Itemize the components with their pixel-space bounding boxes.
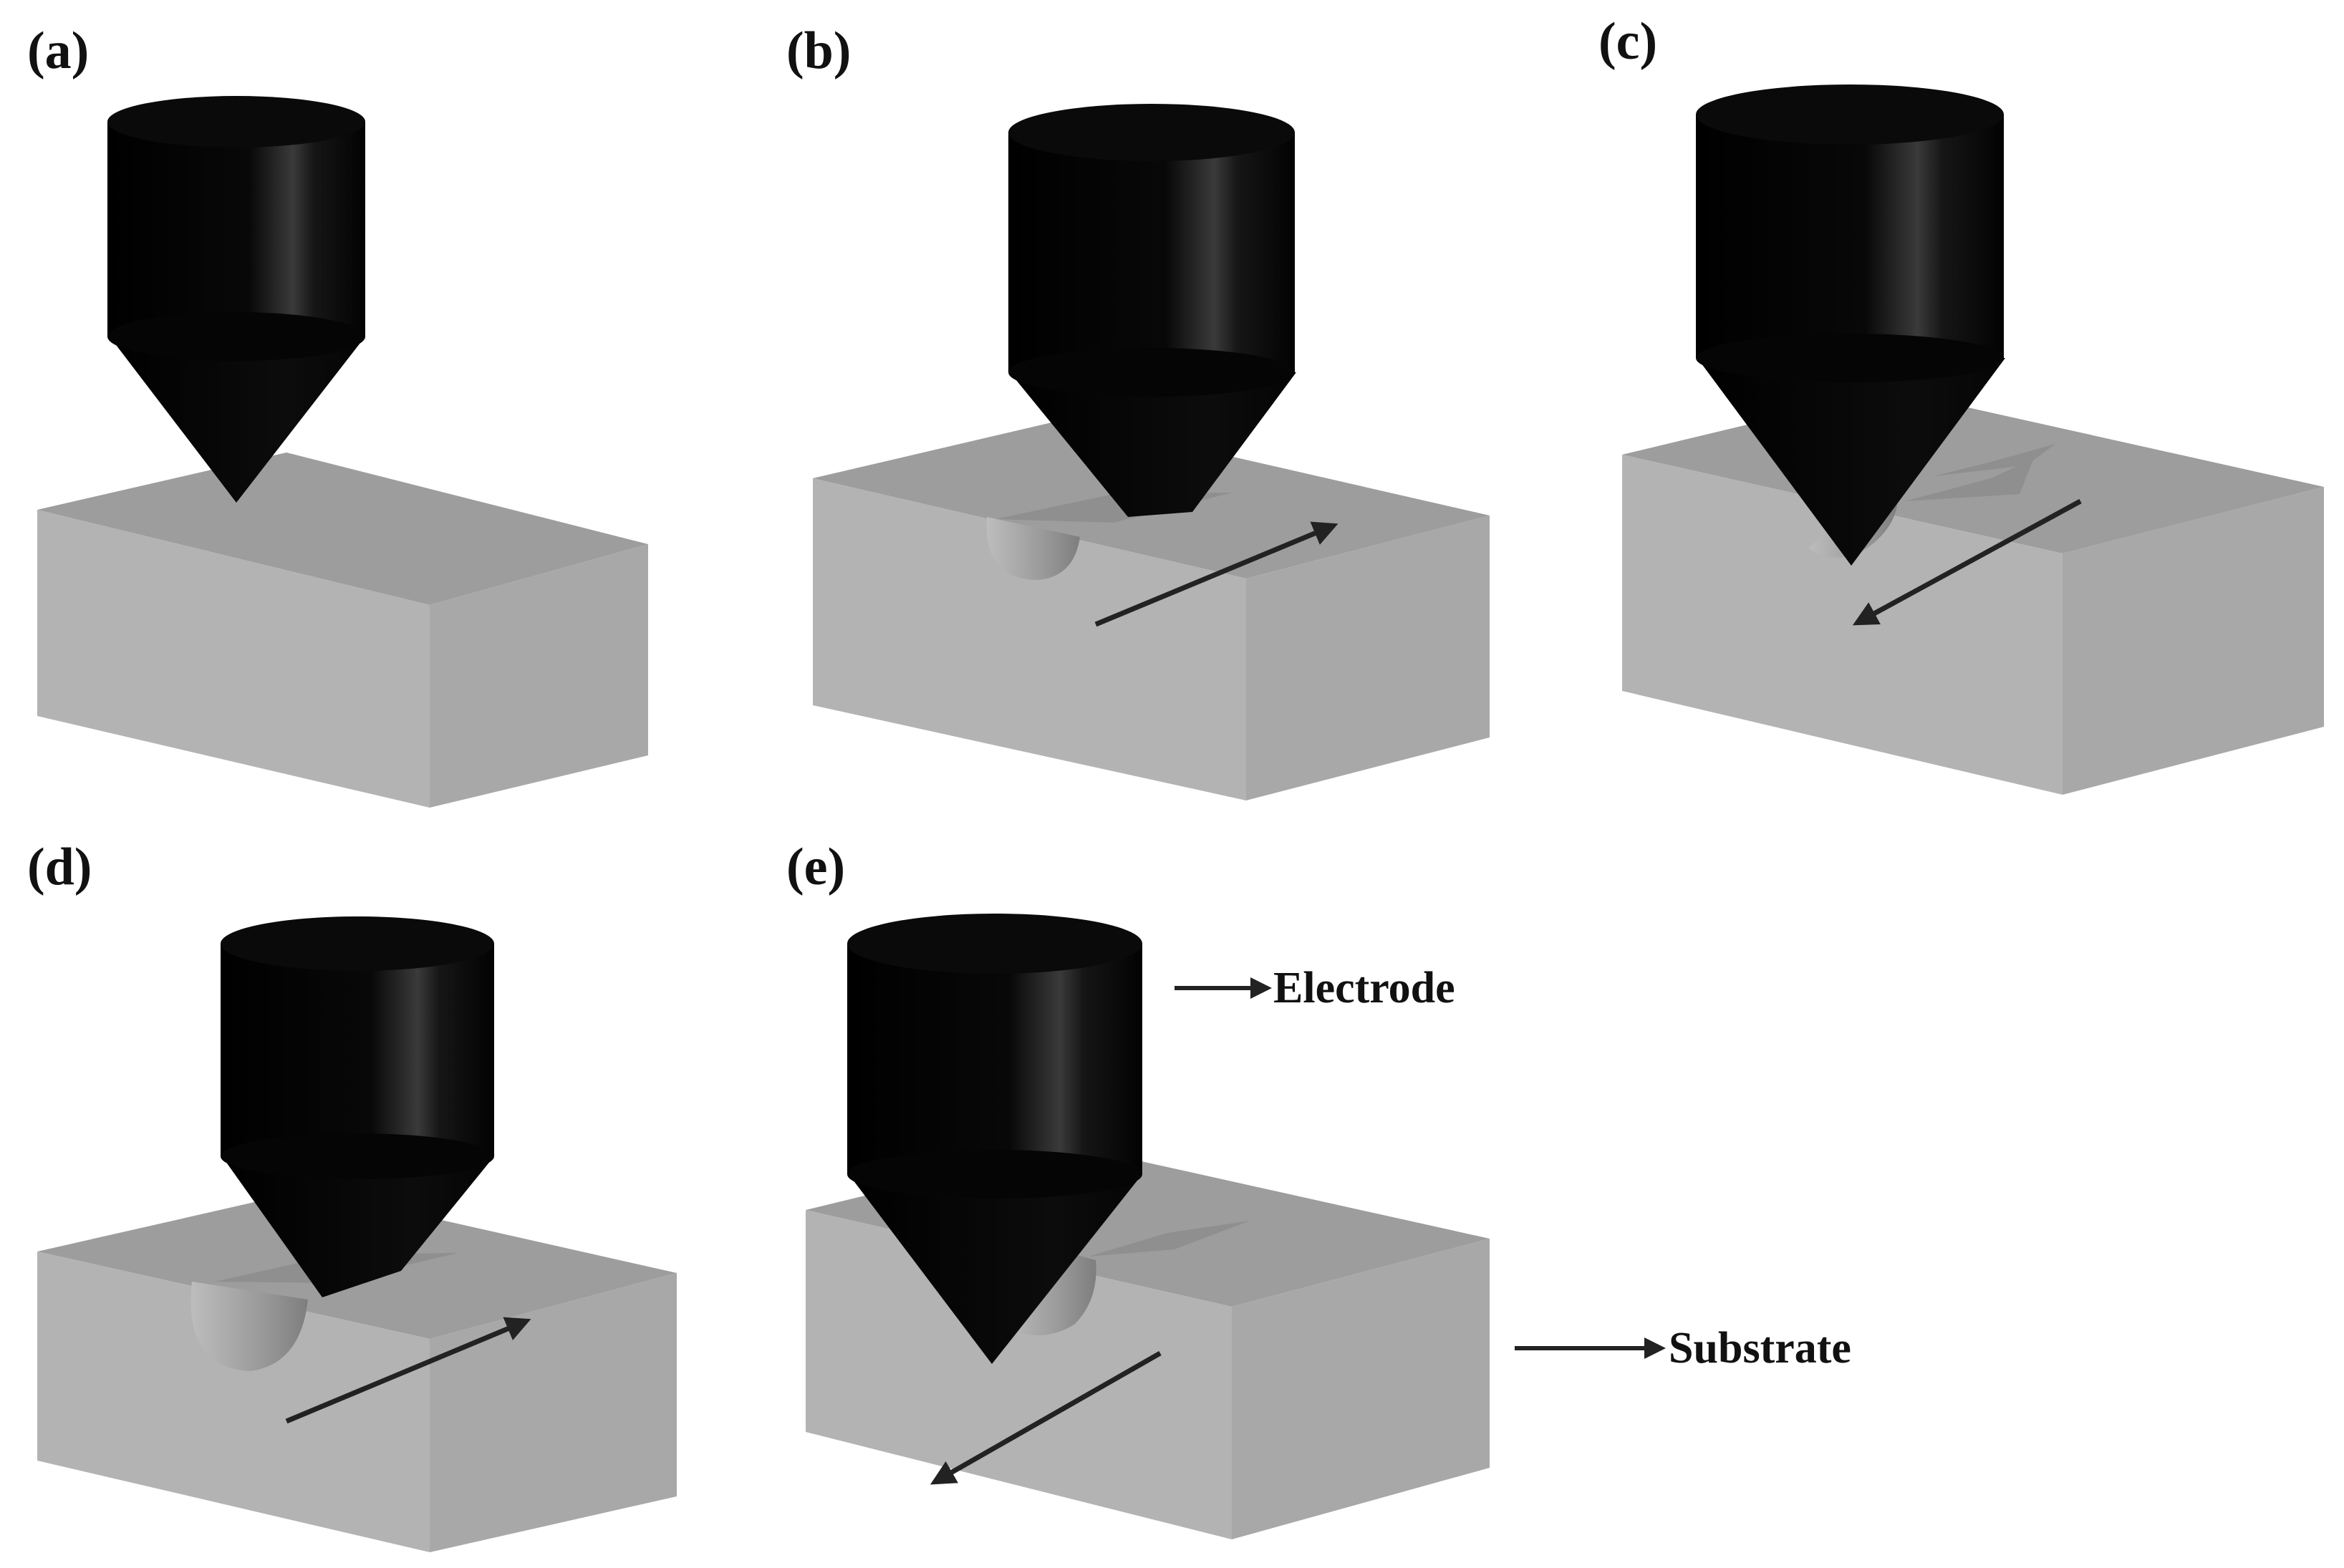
electrode-cylinder-top	[107, 96, 365, 147]
groove-cross-section	[986, 517, 1080, 580]
substrate-side-face	[1232, 1239, 1490, 1539]
electrode	[1696, 84, 2005, 566]
electrode	[847, 914, 1142, 1364]
direction-arrow	[930, 1350, 1162, 1485]
electrode-cone	[1010, 372, 1296, 517]
panel-a: (a)	[27, 21, 648, 808]
panel-d: (d)	[27, 838, 677, 1552]
panel-label-a: (a)	[27, 21, 89, 80]
electrode-cylinder	[847, 944, 1142, 1174]
electrode-cone	[110, 337, 365, 503]
electrode-cylinder-bottom	[107, 312, 365, 361]
electrode-cylinder	[1008, 132, 1295, 372]
substrate-front-face	[1622, 455, 2063, 795]
electrode-cylinder-top	[847, 914, 1142, 974]
electrode-cylinder-bottom	[1008, 348, 1295, 397]
substrate-side-face	[430, 1273, 677, 1552]
substrate-block	[1622, 390, 2324, 795]
substrate-front-face	[813, 478, 1246, 800]
electrode-callout-label: Electrode	[1273, 964, 1455, 1012]
electrode-cylinder-top	[221, 916, 494, 971]
electrode-cylinder-top	[1696, 84, 2004, 145]
panel-label-c: (c)	[1598, 12, 1657, 71]
electrode-callout: Electrode	[1175, 964, 1455, 1012]
substrate-front-face	[37, 510, 430, 808]
panel-c: (c)	[1598, 12, 2324, 795]
electrode-cone	[222, 1156, 494, 1297]
electrode-cylinder-bottom	[1696, 334, 2004, 382]
substrate-side-face	[1246, 516, 1490, 800]
electrode	[107, 96, 365, 503]
panel-label-b: (b)	[786, 21, 851, 80]
direction-arrow	[285, 1317, 531, 1424]
electrode-cylinder-bottom	[221, 1133, 494, 1179]
electrode	[221, 916, 494, 1297]
electrode-cylinder-top	[1008, 104, 1295, 161]
electrode-cylinder	[1696, 115, 2004, 358]
groove-channel	[1089, 1221, 1250, 1257]
panel-label-e: (e)	[786, 838, 845, 896]
electrode	[1008, 104, 1296, 517]
substrate-callout: Substrate	[1515, 1324, 1851, 1373]
substrate-block	[37, 1190, 677, 1552]
panel-label-d: (d)	[27, 838, 92, 896]
panel-b: (b)	[786, 21, 1490, 800]
direction-arrow	[1852, 498, 2082, 626]
substrate-front-face	[806, 1210, 1232, 1539]
electrode-cone	[849, 1174, 1142, 1364]
direction-arrow	[1094, 521, 1339, 627]
substrate-front-face	[37, 1252, 430, 1552]
substrate-block	[37, 453, 648, 808]
groove-channel-far	[1934, 444, 2055, 476]
substrate-block	[806, 1146, 1490, 1539]
electrode-cylinder-bottom	[847, 1150, 1142, 1199]
electrode-cylinder	[221, 944, 494, 1156]
groove-cross-section	[190, 1282, 308, 1371]
electrode-cylinder	[107, 122, 365, 337]
groove-channel	[1905, 458, 2034, 501]
substrate-side-face	[430, 544, 648, 808]
electrode-cone	[1697, 358, 2005, 566]
substrate-side-face	[2063, 487, 2324, 795]
substrate-top-face	[37, 453, 648, 605]
substrate-callout-label: Substrate	[1669, 1324, 1851, 1373]
panel-e: (e) Electrode Substrate	[786, 838, 1851, 1539]
